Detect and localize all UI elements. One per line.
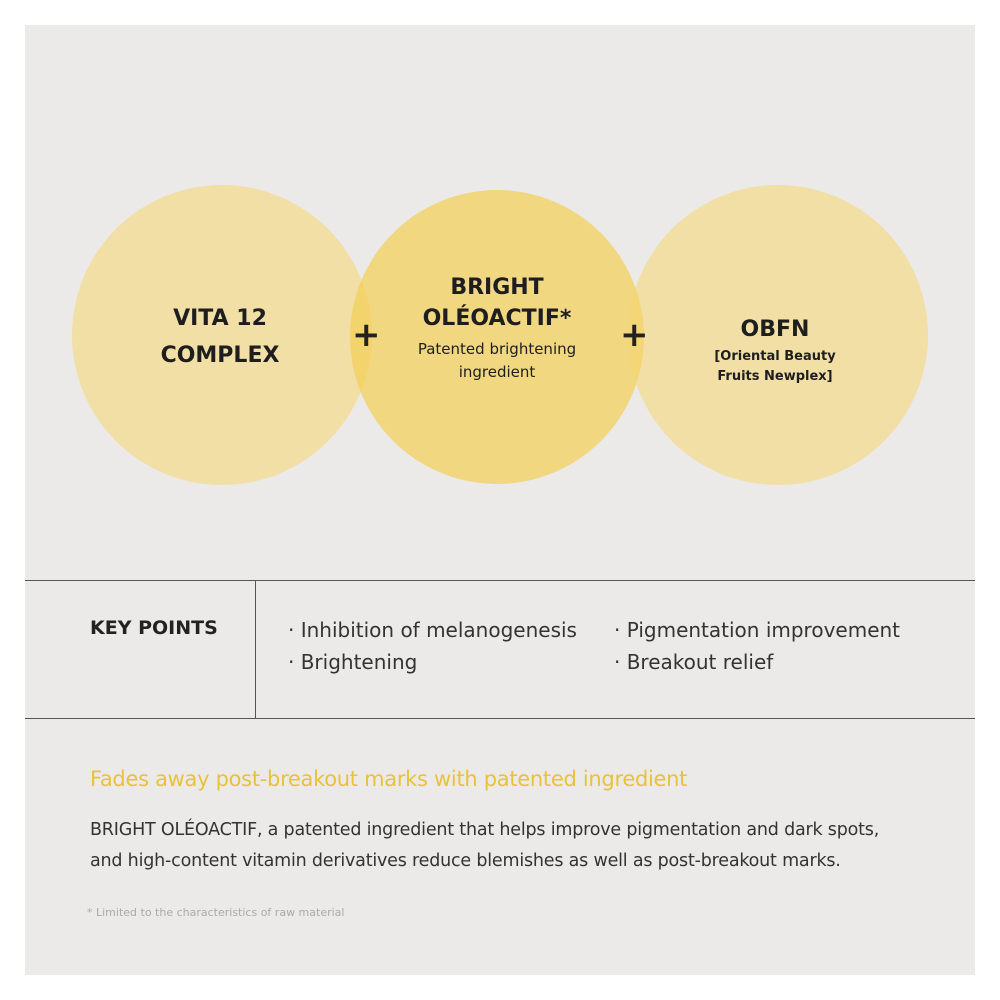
key-point: · Inhibition of melanogenesis	[288, 618, 577, 642]
footnote: * Limited to the characteristics of raw …	[87, 906, 345, 919]
oleoactif-desc1: Patented brightening	[417, 340, 577, 358]
oleoactif-line2: OLÉOACTIF*	[422, 306, 572, 331]
plus-icon: +	[352, 315, 381, 355]
body-line: BRIGHT OLÉOACTIF, a patented ingredient …	[90, 820, 880, 840]
key-points-label: KEY POINTS	[90, 617, 218, 639]
obfn-line1: OBFN	[740, 317, 810, 342]
vita12-line2: COMPLEX	[160, 343, 280, 368]
circle-vita12	[72, 185, 372, 485]
body-line: and high-content vitamin derivatives red…	[90, 851, 841, 871]
vita12-label: VITA 12 COMPLEX	[120, 300, 320, 374]
circle-obfn	[628, 185, 928, 485]
divider	[25, 718, 975, 719]
obfn-desc2: Fruits Newplex]	[717, 369, 833, 384]
key-point: · Breakout relief	[614, 650, 774, 674]
panel	[25, 25, 975, 975]
oleoactif-label: BRIGHT OLÉOACTIF* Patented brightening i…	[397, 272, 597, 384]
headline: Fades away post-breakout marks with pate…	[90, 767, 688, 791]
obfn-desc1: [Oriental Beauty	[714, 349, 836, 364]
oleoactif-desc2: ingredient	[458, 363, 536, 381]
vita12-line1: VITA 12	[173, 306, 267, 331]
obfn-label: OBFN [Oriental Beauty Fruits Newplex]	[675, 315, 875, 387]
divider-vertical	[255, 580, 256, 719]
key-point: · Pigmentation improvement	[614, 618, 901, 642]
key-point: · Brightening	[288, 650, 418, 674]
oleoactif-line1: BRIGHT	[450, 275, 544, 300]
circle-bright-oleoactif	[350, 190, 644, 484]
body-text: BRIGHT OLÉOACTIF, a patented ingredient …	[90, 815, 879, 877]
plus-icon: +	[620, 315, 649, 355]
divider	[25, 580, 975, 581]
